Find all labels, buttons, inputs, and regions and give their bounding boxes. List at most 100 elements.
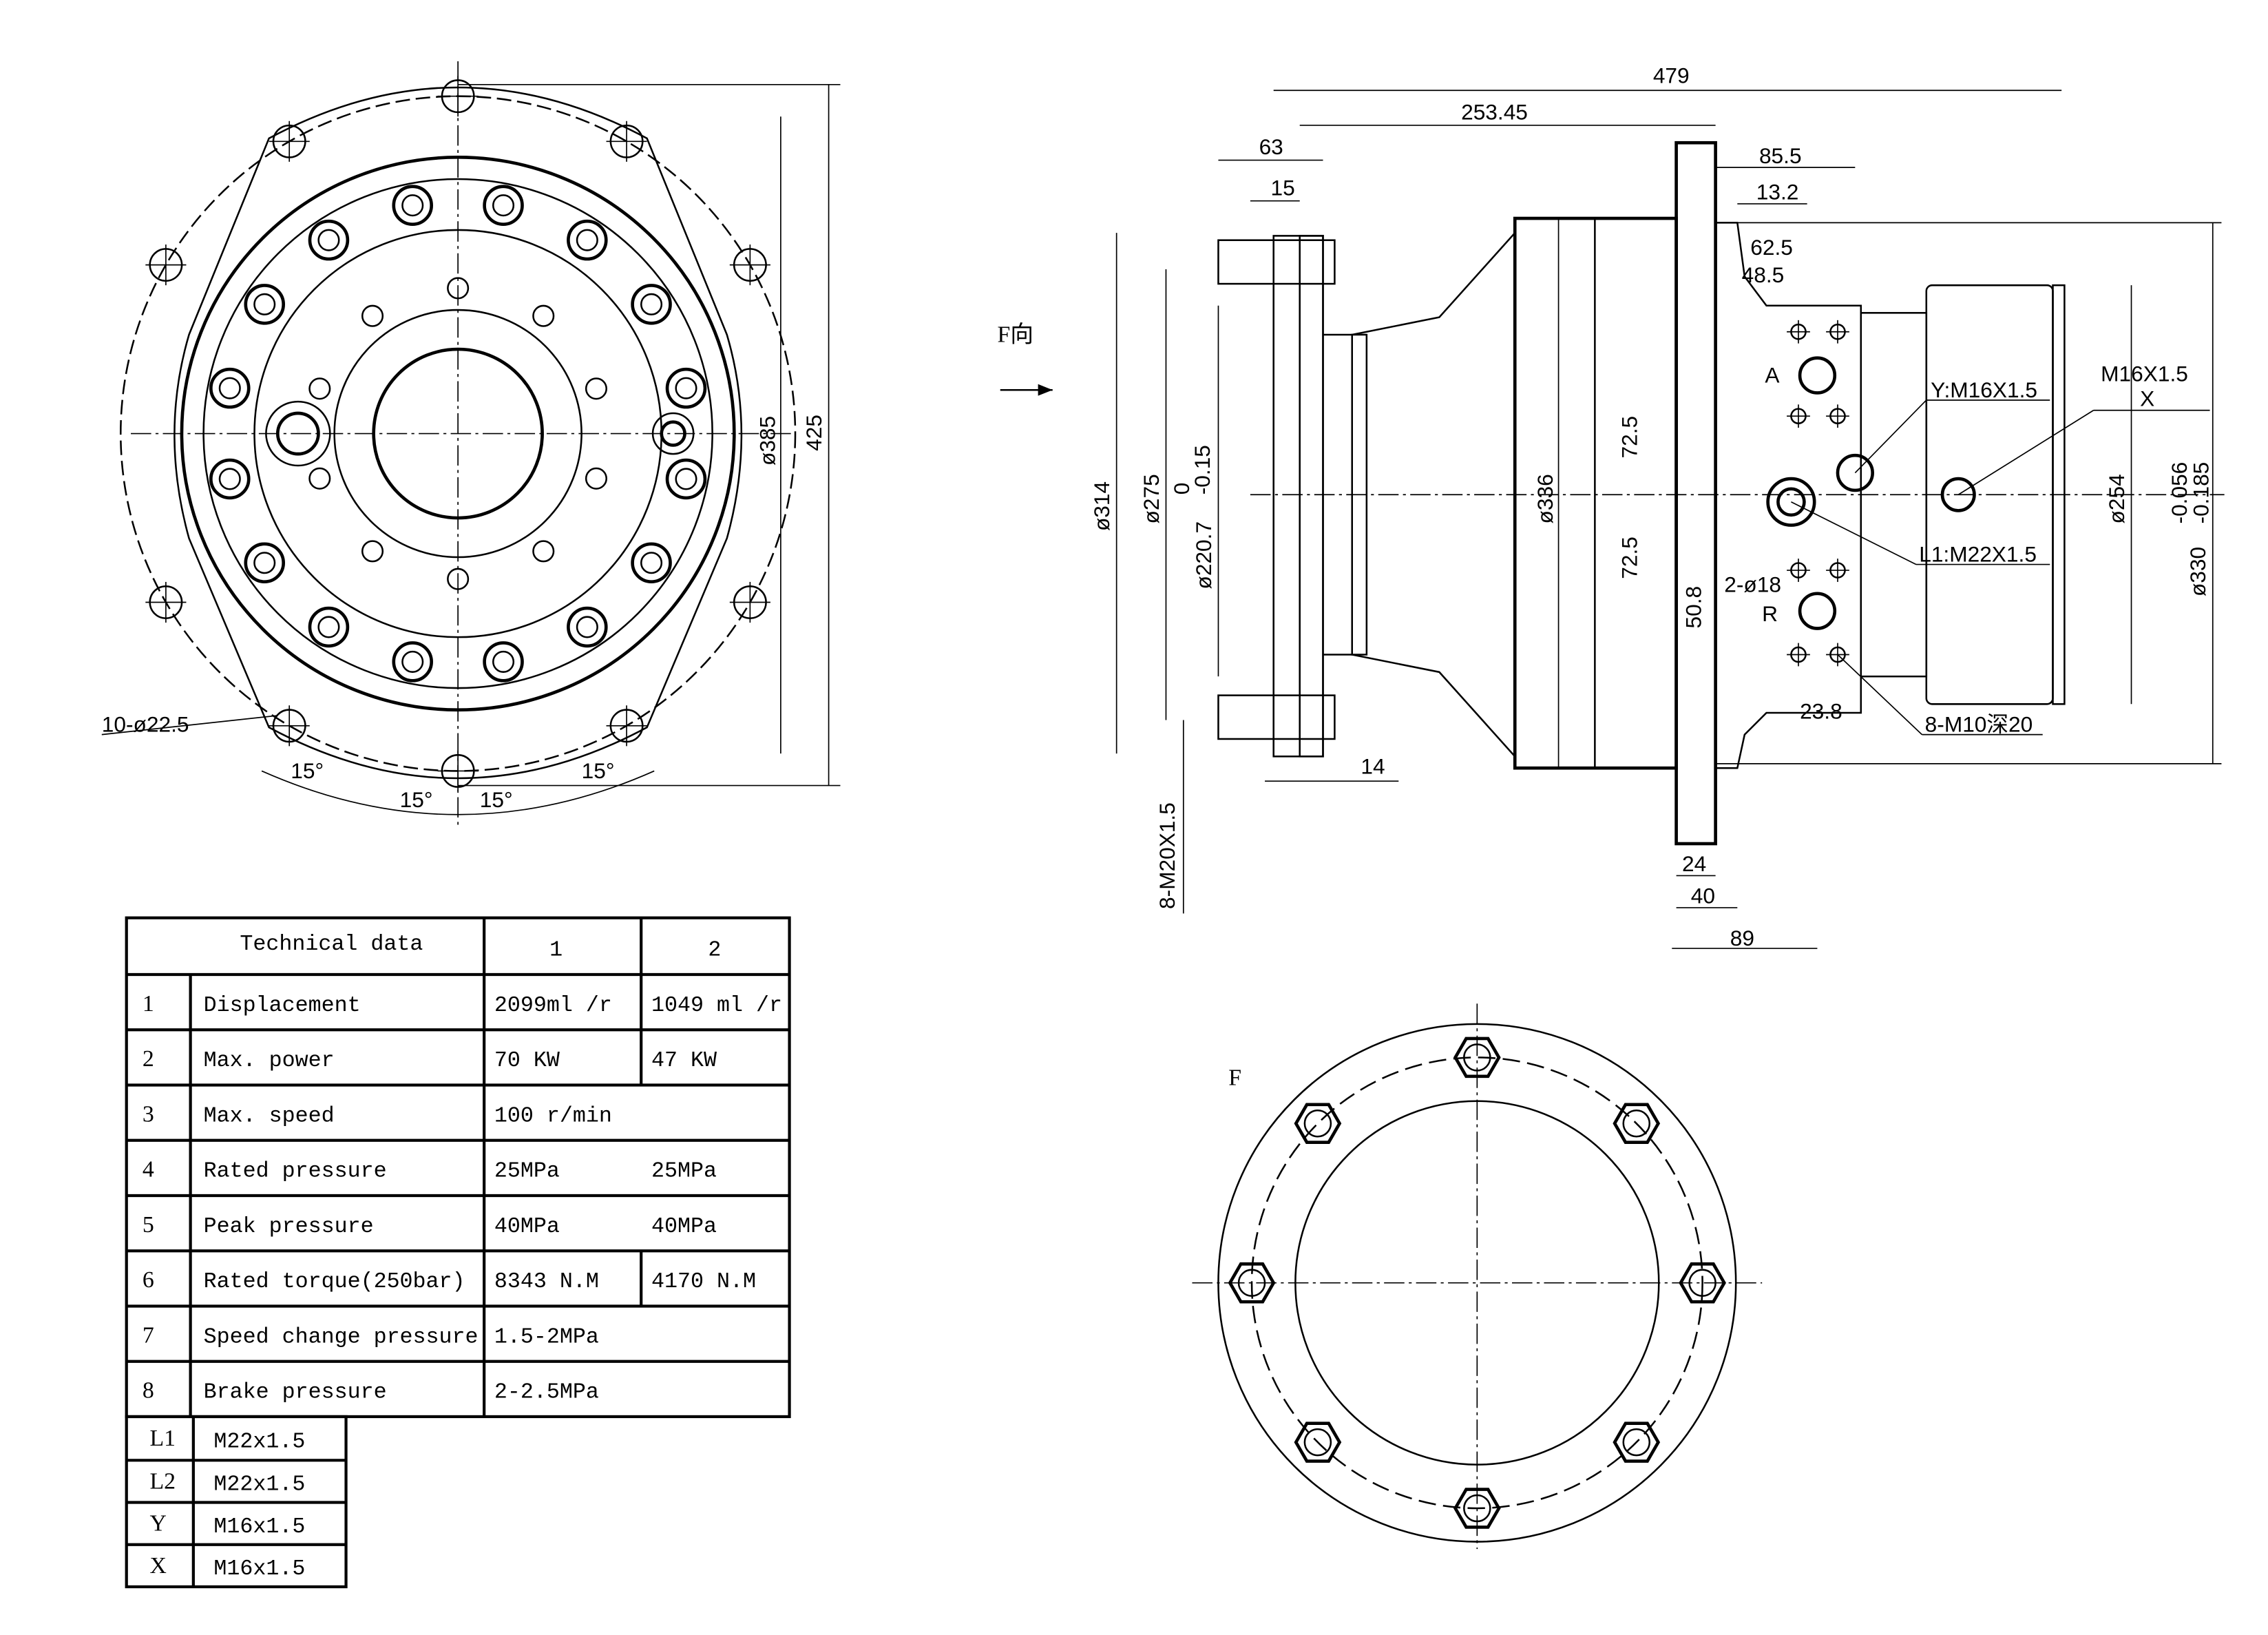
dim-15: 15 [1270, 175, 1294, 200]
row-label: Peak pressure [204, 1214, 374, 1239]
port-r-label: R [1762, 601, 1778, 626]
port-name: X [149, 1553, 166, 1579]
port-thread: M16x1.5 [213, 1514, 305, 1539]
bolt-hole [244, 542, 285, 584]
bolt-hole-inner [253, 552, 276, 574]
hub-hole [532, 304, 555, 327]
bolt-hole [209, 458, 251, 500]
hub-hole [585, 467, 608, 490]
row-value-2: 25MPa [651, 1159, 717, 1184]
row-label: Rated pressure [204, 1159, 387, 1184]
row-number: 3 [143, 1101, 154, 1127]
bolt-hole-inner [401, 650, 424, 673]
hex-bolt-icon [1453, 1488, 1501, 1529]
table-row: 6 Rated torque(250bar) 8343 N.M 4170 N.M [143, 1267, 756, 1294]
mounting-flange [1674, 140, 1717, 846]
bolt-hole-inner [675, 377, 697, 399]
port-name: L1 [149, 1426, 176, 1451]
hole-callout: 10-ø22.5 [102, 711, 189, 736]
dim-dia-254: ø254 [2104, 474, 2129, 523]
row-number: 6 [143, 1267, 154, 1293]
bolt-hole [631, 284, 672, 325]
port-thread: M16x1.5 [213, 1556, 305, 1581]
bolt-washer [1463, 1043, 1491, 1072]
hex-bolt-icon [1294, 1103, 1342, 1145]
angle-label: 15° [582, 758, 615, 783]
row-number: 8 [143, 1378, 154, 1404]
port-a-label: A [1765, 363, 1780, 388]
f-view-label: F [1228, 1065, 1241, 1091]
tolerance-lower: -0.185 [2188, 462, 2213, 524]
dim-385: ø385 [755, 416, 779, 466]
bolt-hole [665, 367, 707, 409]
hex-bolt-icon [1453, 1037, 1501, 1079]
dim-40: 40 [1691, 884, 1715, 908]
hub-hole [308, 377, 331, 400]
bolt-hole-inner [317, 229, 340, 251]
dim-dia-314: ø314 [1089, 481, 1114, 531]
front-view: 10-ø22.5 15° 15° 15° 15° ø385 425 [101, 61, 841, 829]
row-number: 2 [143, 1046, 154, 1072]
tolerance-upper: -0.056 [2167, 462, 2192, 524]
port-name: L2 [149, 1468, 176, 1494]
bolt-hole [483, 641, 524, 683]
port-name: Y [149, 1511, 166, 1537]
hub-hole [308, 467, 331, 490]
row-label: Rated torque(250bar) [204, 1269, 465, 1294]
row-value-1: 2-2.5MPa [494, 1380, 599, 1405]
hub-hole [447, 277, 470, 300]
hub-hole [532, 540, 555, 563]
bolt-hole-inner [317, 616, 340, 638]
bolt-washer [1303, 1109, 1332, 1138]
bolt-hole [244, 284, 285, 325]
bolt-hole-inner [218, 377, 241, 399]
row-label: Speed change pressure [204, 1324, 479, 1349]
row-value-2: 4170 N.M [651, 1269, 756, 1294]
dim-dia-330: ø330 [2185, 547, 2210, 596]
row-value-1: 1.5-2MPa [494, 1324, 599, 1349]
row-value-1: 40MPa [494, 1214, 560, 1239]
bolt-top [1217, 239, 1336, 285]
bolt-washer [1622, 1428, 1651, 1457]
bolt-hole-inner [640, 293, 663, 315]
bolt-hole-inner [492, 650, 515, 673]
dim-50-8: 50.8 [1681, 586, 1706, 629]
dim-72-5: 72.5 [1617, 537, 1642, 579]
shaft-bore [372, 347, 544, 520]
bolt-hole [308, 219, 350, 261]
row-value-2: 1049 ml /r [651, 993, 782, 1018]
dim-dia-275: ø275 [1139, 474, 1164, 523]
port-row: Y M16x1.5 [149, 1511, 305, 1539]
dim-72-5: 72.5 [1617, 416, 1642, 459]
bolt-hole [631, 542, 672, 584]
row-value-1: 8343 N.M [494, 1269, 599, 1294]
hub-hole [585, 377, 608, 400]
dim-dia-336: ø336 [1533, 474, 1557, 523]
dim-62-5: 62.5 [1750, 235, 1793, 260]
hex-bolt-icon [1679, 1262, 1726, 1304]
bolt-hole-inner [253, 293, 276, 315]
bolt-hole [392, 185, 433, 226]
hub-hole [361, 540, 384, 563]
tolerance-upper: 0 [1169, 483, 1194, 495]
holes-callout: 2-ø18 [1724, 572, 1781, 597]
bolt-hole-inner [218, 468, 241, 490]
bolt-hole-inner [675, 468, 697, 490]
screws-callout: 8-M10深20 [1925, 711, 2033, 736]
angle-label: 15° [291, 758, 324, 783]
row-number: 7 [143, 1322, 154, 1348]
housing-body [180, 156, 736, 712]
dim-13-2: 13.2 [1756, 180, 1799, 205]
view-arrow-label: F向 [998, 322, 1034, 348]
port-row: L1 M22x1.5 [149, 1426, 305, 1454]
port-thread: M22x1.5 [213, 1429, 305, 1454]
bolt-hole-inner [576, 616, 598, 638]
row-label: Max. power [204, 1048, 335, 1073]
bolt-hole [665, 458, 707, 500]
row-value-2: 40MPa [651, 1214, 717, 1239]
